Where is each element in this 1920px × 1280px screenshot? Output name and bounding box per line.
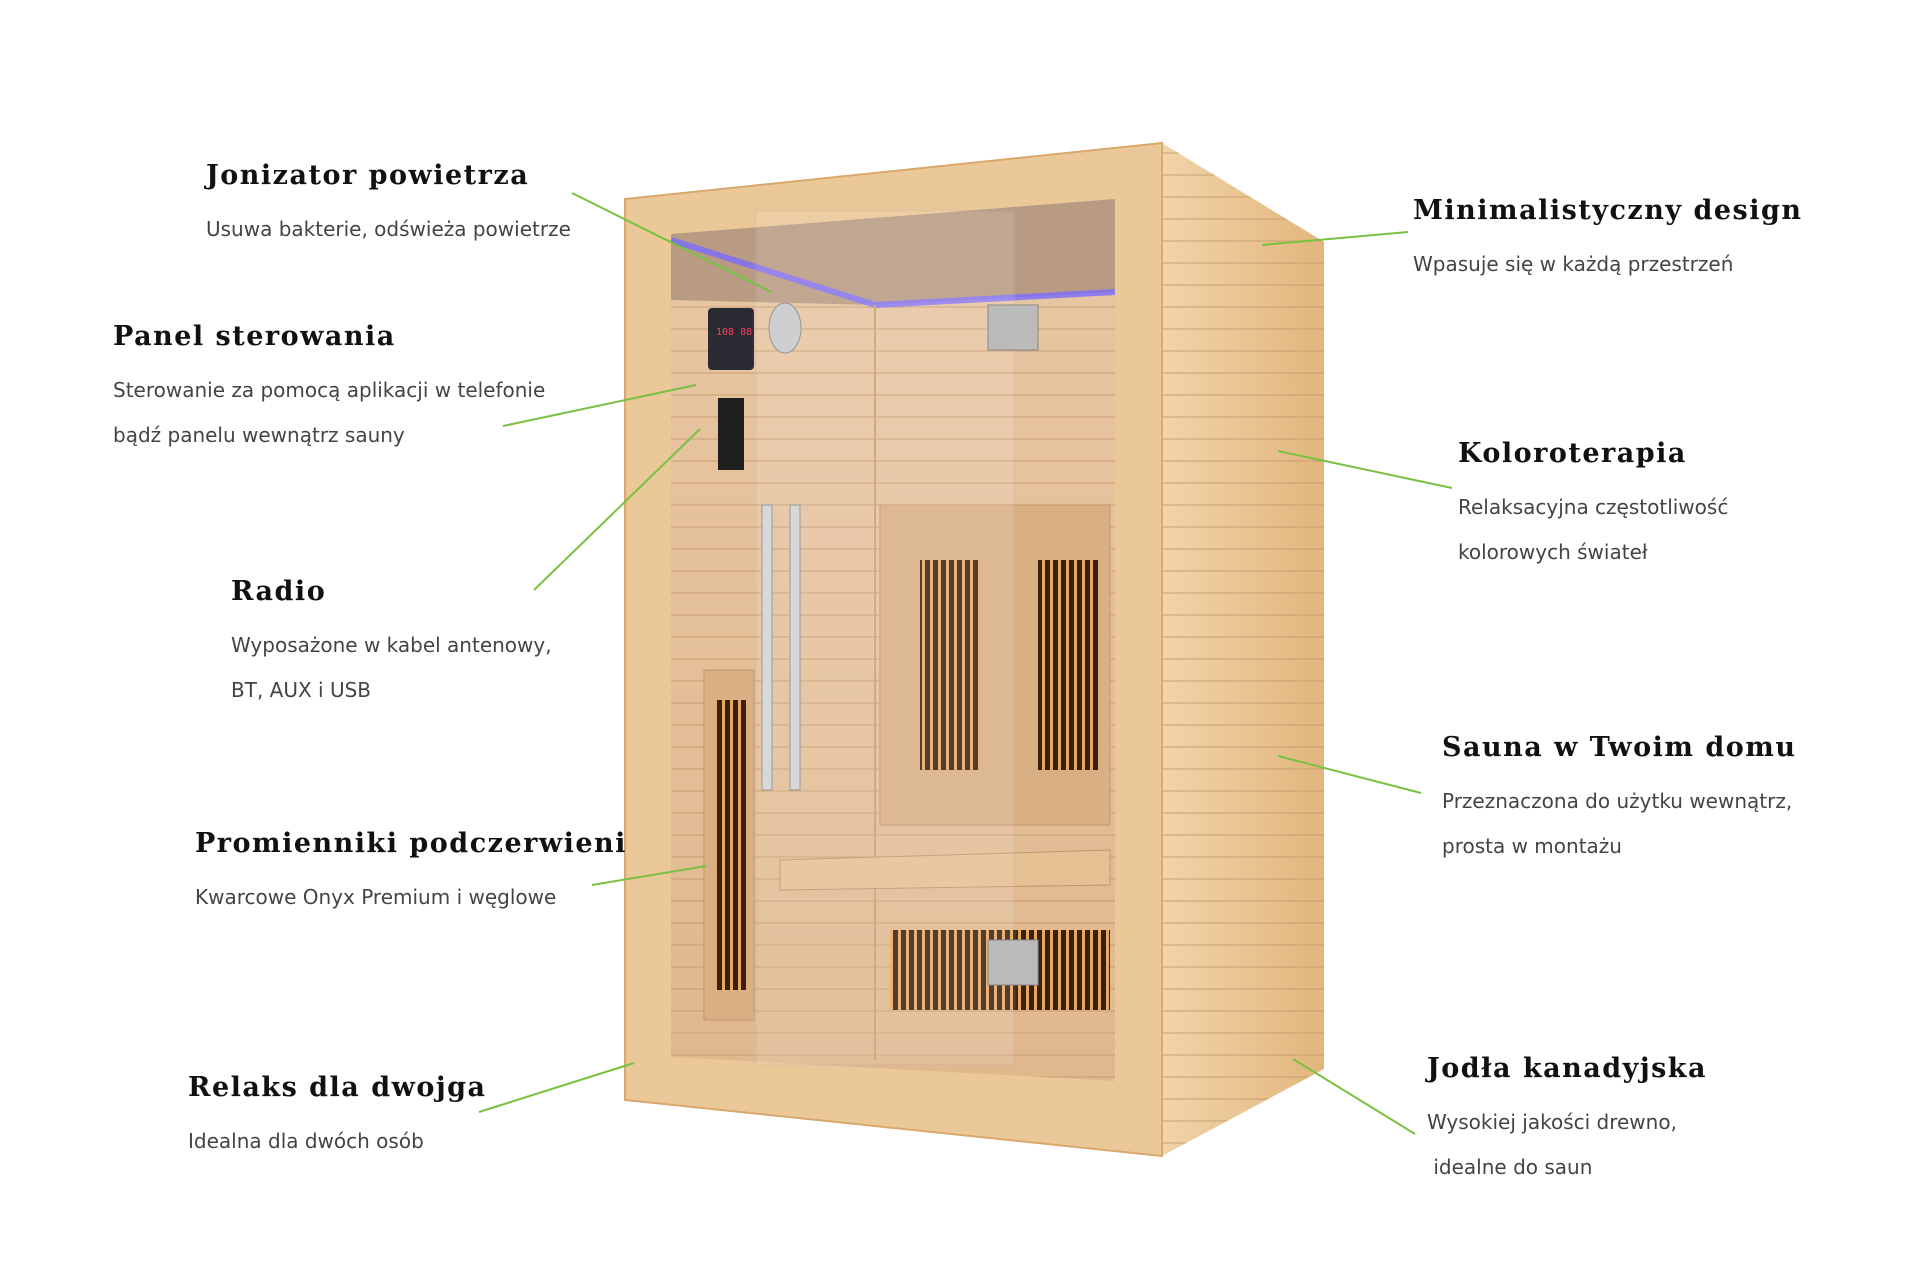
feature-description: Relaksacyjna częstotliwość [1458,495,1729,519]
feature-title: Radio [231,576,327,607]
feature-description: idealne do saun [1427,1155,1593,1179]
feature-promienniki: Promienniki podczerwieni Kwarcowe Onyx P… [195,828,627,920]
bench [779,849,1111,891]
feature-design: Minimalistyczny design Wpasuje się w każ… [1413,195,1802,287]
feature-description: Wyposażone w kabel antenowy, [231,633,552,657]
feature-relaks: Relaks dla dwojga Idealna dla dwóch osób [188,1072,486,1164]
feature-description: prosta w montażu [1442,834,1622,858]
feature-title: Promienniki podczerwieni [195,828,627,859]
feature-description: Kwarcowe Onyx Premium i węglowe [195,885,557,909]
feature-radio: Radio Wyposażone w kabel antenowy, BT, AU… [231,576,552,713]
feature-jonizator: Jonizator powietrza Usuwa bakterie, odśw… [206,160,571,252]
feature-title: Relaks dla dwojga [188,1072,487,1103]
ionizer [768,302,802,354]
feature-title: Koloroterapia [1458,438,1687,469]
feature-title: Panel sterowania [113,321,396,352]
feature-title: Minimalistyczny design [1413,195,1803,226]
control-panel [708,308,754,370]
feature-title: Jodła kanadyjska [1427,1053,1708,1084]
infrared-heater [716,700,746,990]
feature-description: Wpasuje się w każdą przestrzeń [1413,252,1734,276]
feature-title: Sauna w Twoim domu [1442,732,1797,763]
feature-panel: Panel sterowania Sterowanie za pomocą ap… [113,321,546,447]
door-handle [789,504,801,791]
infrared-heater [920,560,980,770]
control-panel-display: 108 88 [716,327,752,338]
feature-description: Sterowanie za pomocą aplikacji w telefon… [113,378,546,402]
feature-description: Przeznaczona do użytku wewnątrz, [1442,789,1793,813]
feature-description: bądź panelu wewnątrz sauny [113,423,405,447]
feature-koloroterapia: Koloroterapia Relaksacyjna częstotliwość… [1458,438,1728,575]
feature-title: Jonizator powietrza [206,160,530,191]
leader-lines [478,192,1453,1135]
feature-description: BT, AUX i USB [231,678,371,702]
feature-description: Idealna dla dwóch osób [188,1129,424,1153]
feature-description: Usuwa bakterie, odświeża powietrze [206,217,571,241]
infrared-heater [1038,560,1098,770]
feature-description: Wysokiej jakości drewno, [1427,1110,1677,1134]
feature-description: kolorowych świateł [1458,540,1648,564]
feature-dom: Sauna w Twoim domu Przeznaczona do użytk… [1442,732,1796,869]
feature-jodla: Jodła kanadyjska Wysokiej jakości drewno… [1427,1053,1707,1190]
radio [718,398,744,470]
